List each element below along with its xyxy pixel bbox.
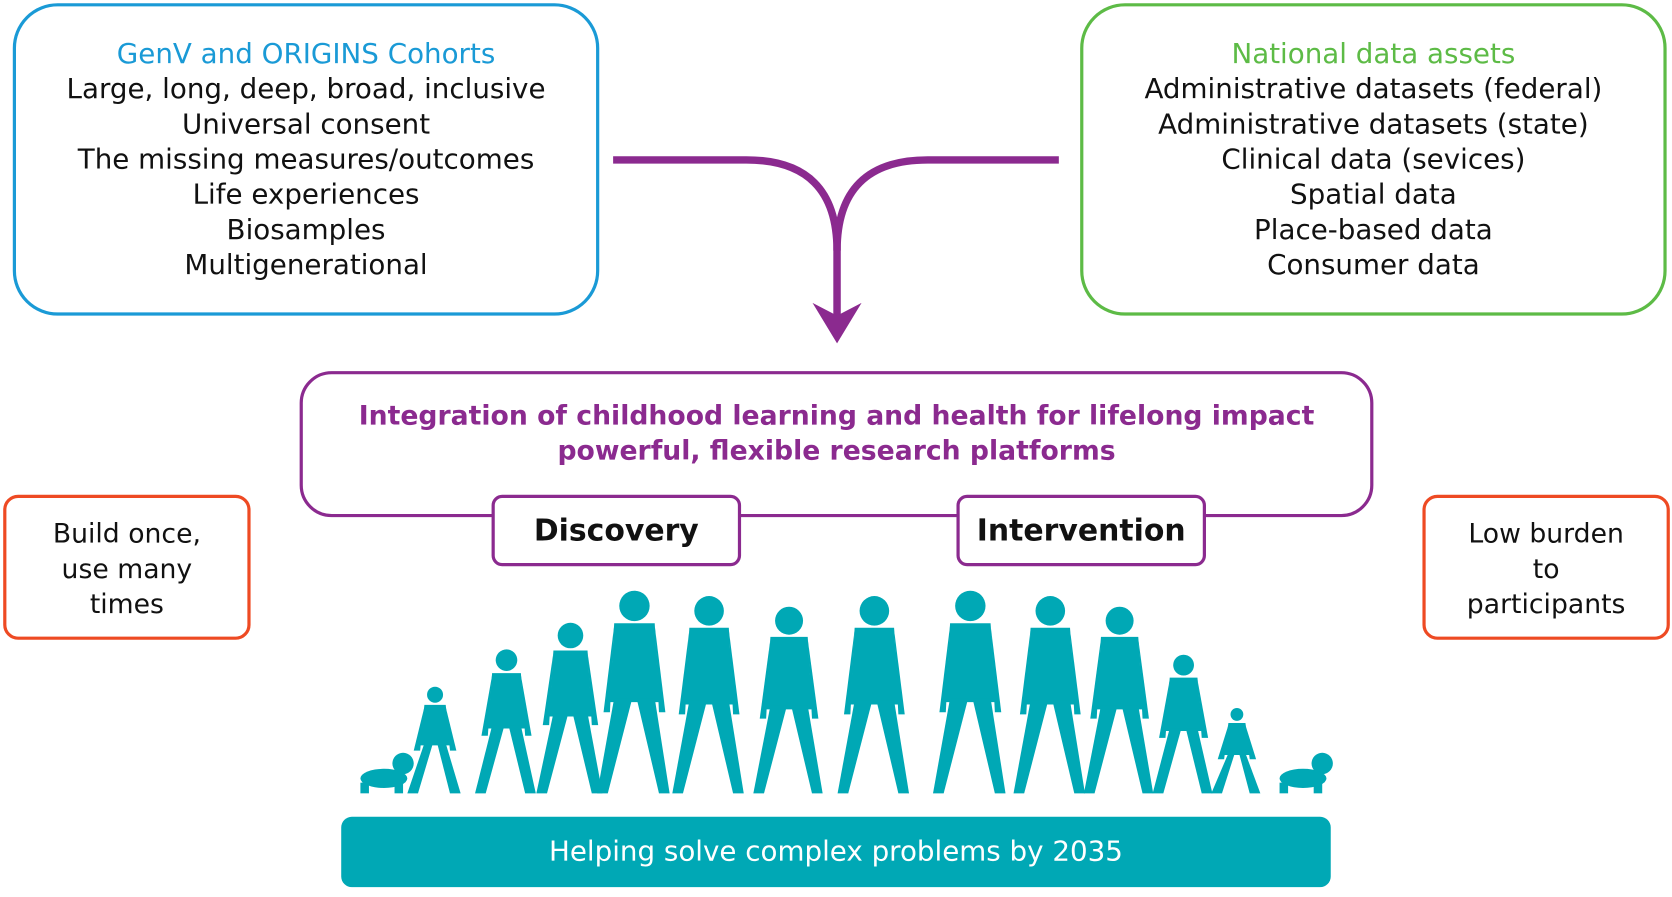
person-silhouette-icon <box>1211 708 1261 794</box>
national-line: Administrative datasets (federal) <box>1144 73 1603 106</box>
low-burden-line: Low burden <box>1468 518 1624 550</box>
build-once-line: use many <box>61 553 193 585</box>
arrow-head-icon <box>812 302 862 344</box>
cohorts-line: Large, long, deep, broad, inclusive <box>66 73 546 106</box>
person-silhouette-icon <box>475 649 536 794</box>
national-line: Consumer data <box>1267 249 1480 282</box>
build-once-line: Build once, <box>52 518 201 550</box>
person-silhouette-icon <box>1083 606 1154 794</box>
cohorts-line: Universal consent <box>181 108 431 141</box>
cohorts-line: Biosamples <box>226 214 386 247</box>
person-silhouette-icon <box>753 606 823 794</box>
cohorts-line: Multigenerational <box>184 249 428 282</box>
person-silhouette-icon <box>837 596 910 794</box>
integration-line-2: powerful, flexible research platforms <box>557 435 1116 466</box>
national-title: National data assets <box>1231 38 1516 71</box>
intervention-tab: Intervention <box>956 494 1206 567</box>
cohorts-line: Life experiences <box>192 179 420 212</box>
national-line: Clinical data (sevices) <box>1221 143 1526 176</box>
person-silhouette-icon <box>1152 654 1213 794</box>
person-silhouette-icon <box>360 752 414 794</box>
person-silhouette-icon <box>933 590 1006 794</box>
footer-bar: Helping solve complex problems by 2035 <box>341 816 1331 888</box>
national-line: Administrative datasets (state) <box>1158 108 1589 141</box>
national-line: Spatial data <box>1290 179 1457 212</box>
national-line: Place-based data <box>1254 214 1493 247</box>
discovery-tab: Discovery <box>491 494 742 567</box>
person-silhouette-icon <box>1013 596 1085 794</box>
low-burden-box: Low burden to participants <box>1422 494 1670 640</box>
integration-box: Integration of childhood learning and he… <box>299 371 1374 518</box>
person-silhouette-icon <box>597 590 670 794</box>
build-once-box: Build once, use many times <box>3 494 251 640</box>
low-burden-line: to <box>1532 553 1560 585</box>
person-silhouette-icon <box>1279 752 1333 794</box>
integration-line-1: Integration of childhood learning and he… <box>358 399 1315 431</box>
person-silhouette-icon <box>536 622 603 794</box>
build-once-line: times <box>89 588 164 620</box>
person-silhouette-icon <box>672 596 744 794</box>
cohorts-title: GenV and ORIGINS Cohorts <box>116 38 496 71</box>
person-silhouette-icon <box>407 686 461 794</box>
cohorts-line: The missing measures/outcomes <box>77 143 535 176</box>
national-data-box: National data assets Administrative data… <box>1080 3 1667 316</box>
cohorts-box: GenV and ORIGINS Cohorts Large, long, de… <box>12 3 600 316</box>
low-burden-line: participants <box>1466 588 1626 620</box>
